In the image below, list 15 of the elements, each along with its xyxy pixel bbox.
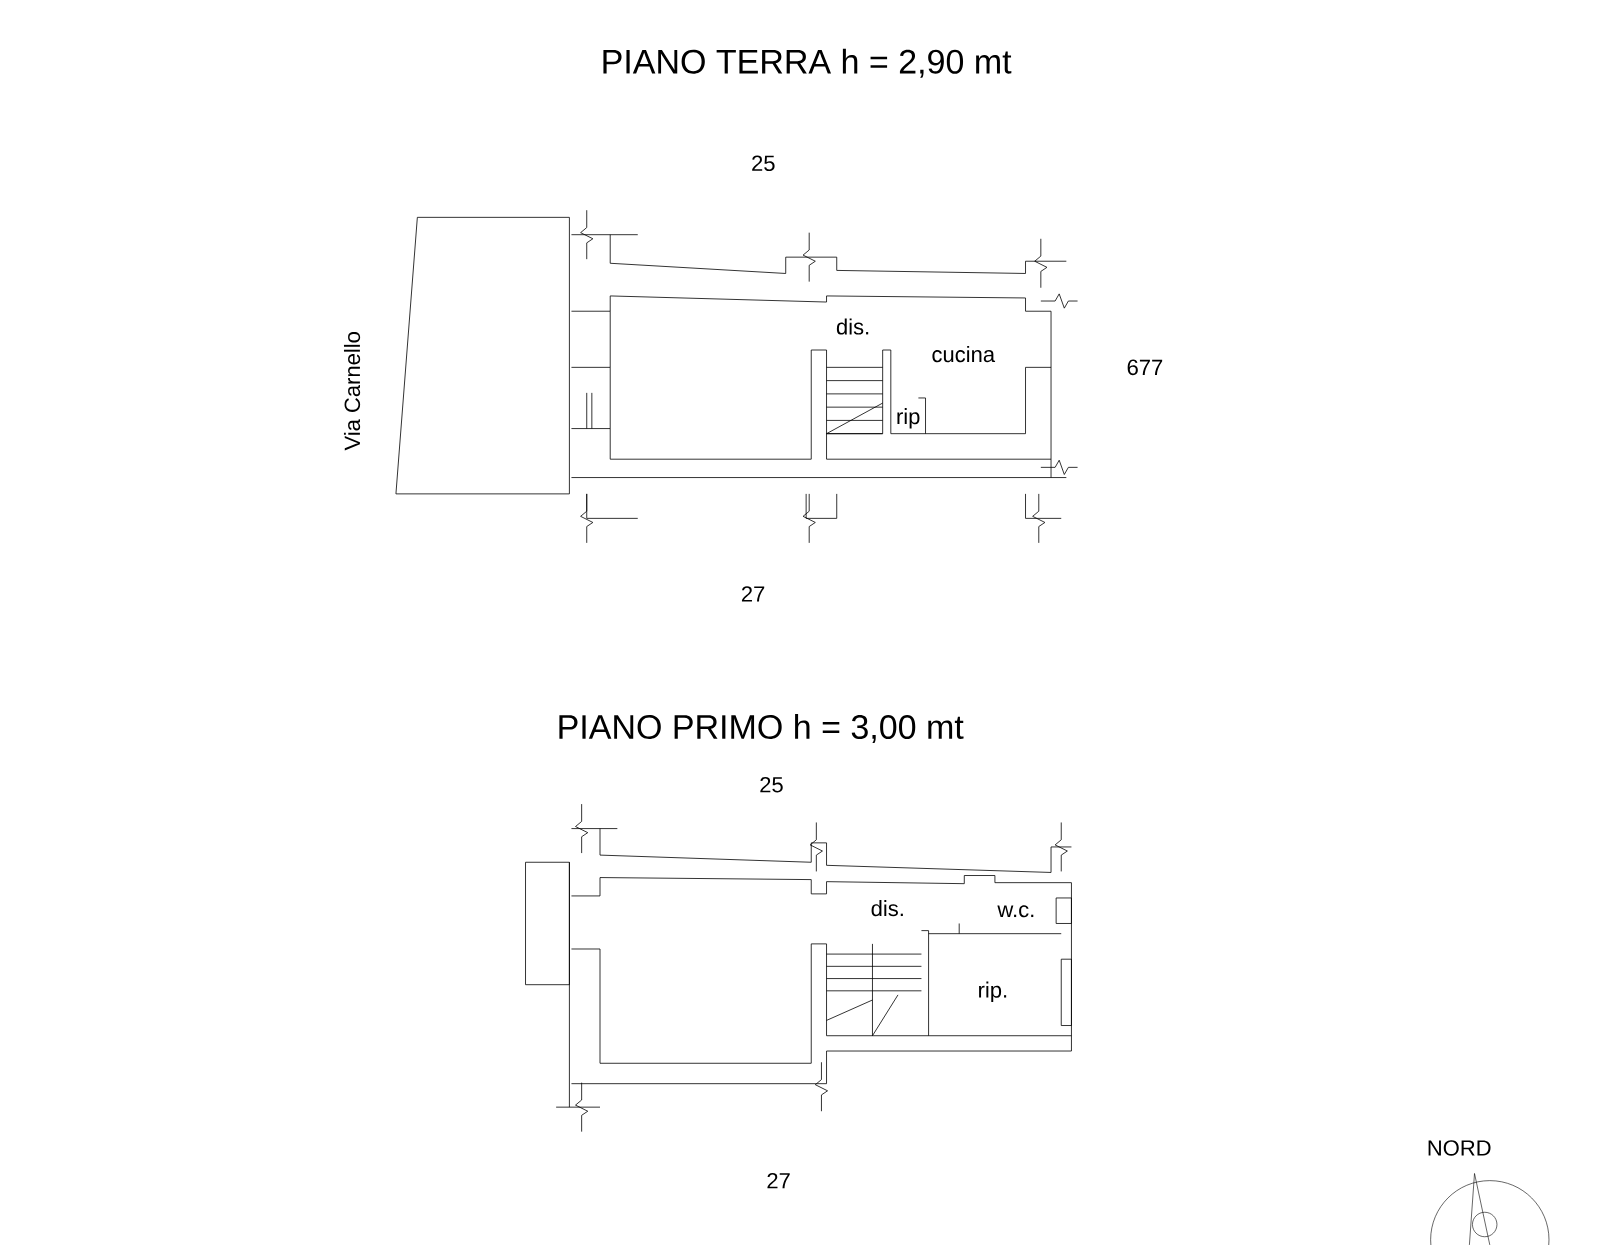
room-label: dis. bbox=[871, 900, 903, 917]
dimension-label: 677 bbox=[1127, 359, 1163, 376]
room-label: w.c. bbox=[997, 905, 1034, 918]
room-label: cucina bbox=[932, 346, 996, 363]
dimension-label: 27 bbox=[741, 586, 765, 602]
dimension-label: 25 bbox=[752, 155, 775, 172]
dimension-label: 25 bbox=[760, 776, 783, 793]
room-label: rip bbox=[897, 408, 920, 429]
room-label: rip. bbox=[979, 981, 1007, 1003]
floor-title: PIANO PRIMO h = 3,00 mt bbox=[559, 714, 964, 744]
floor-title: PIANO TERRA h = 2,90 mt bbox=[603, 48, 1012, 78]
street-name: Via Carnello bbox=[343, 332, 361, 451]
room-label: dis. bbox=[836, 318, 869, 335]
compass-label: NORD bbox=[1428, 1140, 1491, 1156]
dimension-label: 27 bbox=[767, 1173, 790, 1189]
